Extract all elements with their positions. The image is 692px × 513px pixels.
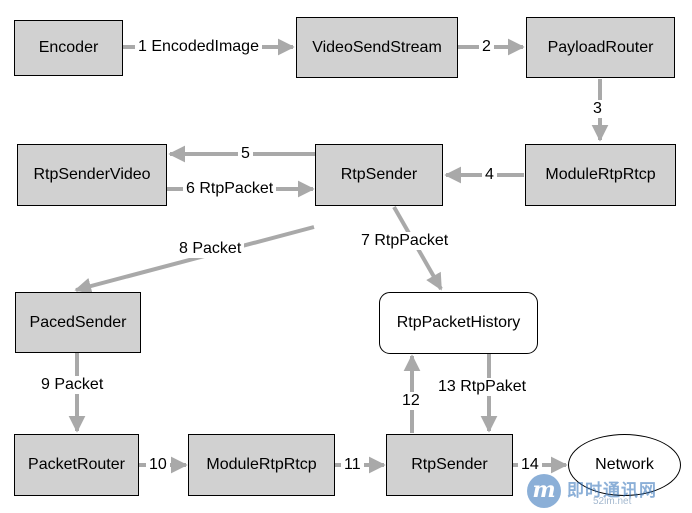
node-encoder: Encoder bbox=[14, 20, 123, 76]
node-label: RtpSenderVideo bbox=[33, 166, 151, 183]
edge-label-14: 14 bbox=[518, 456, 542, 474]
node-label: RtpSender bbox=[340, 166, 418, 183]
node-rtp-sender-bottom: RtpSender bbox=[386, 434, 513, 496]
node-label: PacketRouter bbox=[28, 456, 125, 473]
node-label: PayloadRouter bbox=[547, 38, 654, 56]
edge-label-4: 4 bbox=[482, 166, 497, 184]
node-label: ModuleRtpRtcp bbox=[545, 166, 656, 183]
edge-label-10: 10 bbox=[146, 456, 170, 474]
edge-label-13: 13 RtpPaket bbox=[435, 378, 530, 396]
node-packet-router: PacketRouter bbox=[14, 434, 139, 496]
node-module-rtp-rtcp-bottom: ModuleRtpRtcp bbox=[188, 434, 335, 496]
node-rtp-sender-video: RtpSenderVideo bbox=[17, 144, 167, 206]
edge-label-12: 12 bbox=[399, 392, 423, 410]
edge-label-8: 8 Packet bbox=[176, 240, 245, 258]
node-label: Encoder bbox=[38, 39, 99, 56]
node-label: Network bbox=[595, 456, 654, 473]
node-label: VideoSendStream bbox=[312, 38, 442, 56]
node-paced-sender: PacedSender bbox=[15, 292, 141, 353]
node-label: RtpSender bbox=[411, 456, 488, 473]
edge-label-2: 2 bbox=[479, 38, 494, 56]
node-module-rtp-rtcp-top: ModuleRtpRtcp bbox=[525, 144, 676, 206]
node-rtp-packet-history: RtpPacketHistory bbox=[379, 292, 538, 354]
node-label: RtpPacketHistory bbox=[396, 314, 521, 331]
edge-label-5: 5 bbox=[238, 145, 253, 163]
node-video-send-stream: VideoSendStream bbox=[296, 17, 458, 78]
edge-label-1: 1 EncodedImage bbox=[135, 38, 262, 56]
edge-label-3: 3 bbox=[590, 100, 605, 118]
edge-label-7: 7 RtpPacket bbox=[358, 232, 452, 250]
node-payload-router: PayloadRouter bbox=[526, 17, 675, 78]
node-network: Network bbox=[568, 434, 681, 496]
arrow-8 bbox=[74, 225, 315, 295]
node-rtp-sender-top: RtpSender bbox=[315, 144, 443, 206]
edge-label-11: 11 bbox=[341, 456, 364, 474]
node-label: ModuleRtpRtcp bbox=[206, 456, 317, 473]
edge-label-6: 6 RtpPacket bbox=[183, 180, 277, 198]
node-label: PacedSender bbox=[29, 313, 127, 331]
edge-label-9: 9 Packet bbox=[38, 376, 107, 394]
